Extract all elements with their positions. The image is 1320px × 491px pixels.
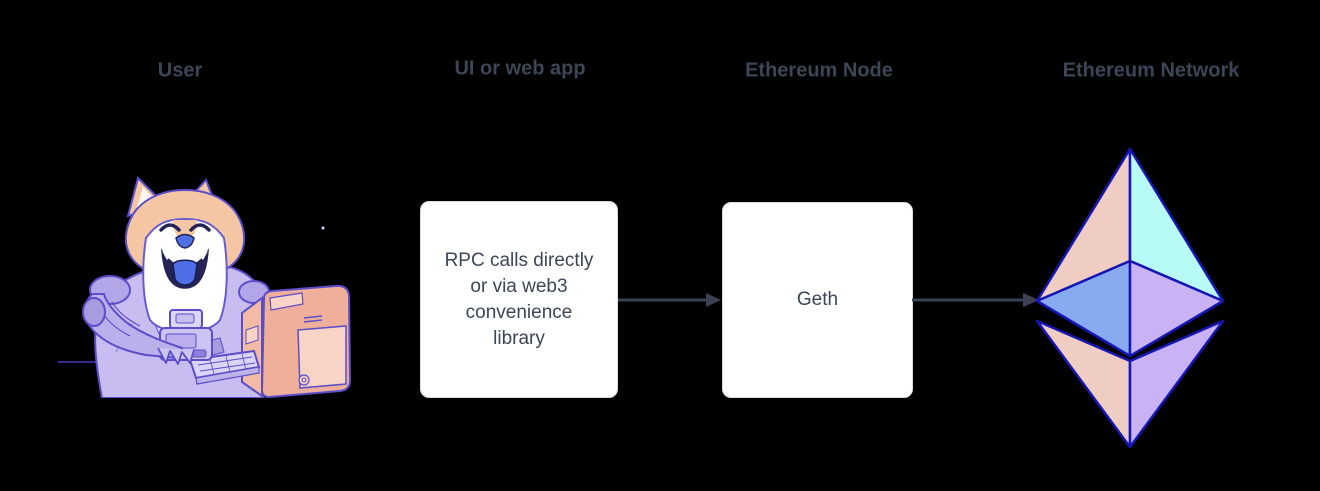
arrowhead-icon [706,293,721,307]
column-label-user: User [157,59,203,82]
eth-lower-right-face [1128,319,1225,449]
doge-nose [175,233,195,249]
doge-head [124,176,246,333]
doge-robot-arm [82,293,195,365]
arrowhead-icon [1023,293,1039,307]
arrow-rpc-to-geth [618,293,721,307]
eth-mid-right-face [1128,259,1225,358]
ethereum-logo [1035,147,1225,449]
arrow-geth-to-network [912,293,1039,307]
column-label-ethereum-node: Ethereum Node [745,59,893,82]
doge-tongue [172,259,198,286]
rpc-box: RPC calls directly or via web3 convenien… [420,201,618,398]
geth-box: Geth [722,202,913,398]
geth-box-text: Geth [796,289,839,310]
doge-retro-computer [241,284,352,398]
column-label-ui-or-web-app: UI or web app [454,57,586,80]
doge-claw-hand [157,347,195,365]
computer-back-panel [297,325,347,389]
doge-eyes [159,223,181,232]
doge-chest-pack [159,309,213,361]
column-label-ethereum-network: Ethereum Network [1062,59,1240,82]
sparkle-dot [321,226,325,230]
rpc-box-text: RPC calls directly or via web3 convenien… [444,249,594,349]
doge-astronaut-illustration [58,176,352,398]
